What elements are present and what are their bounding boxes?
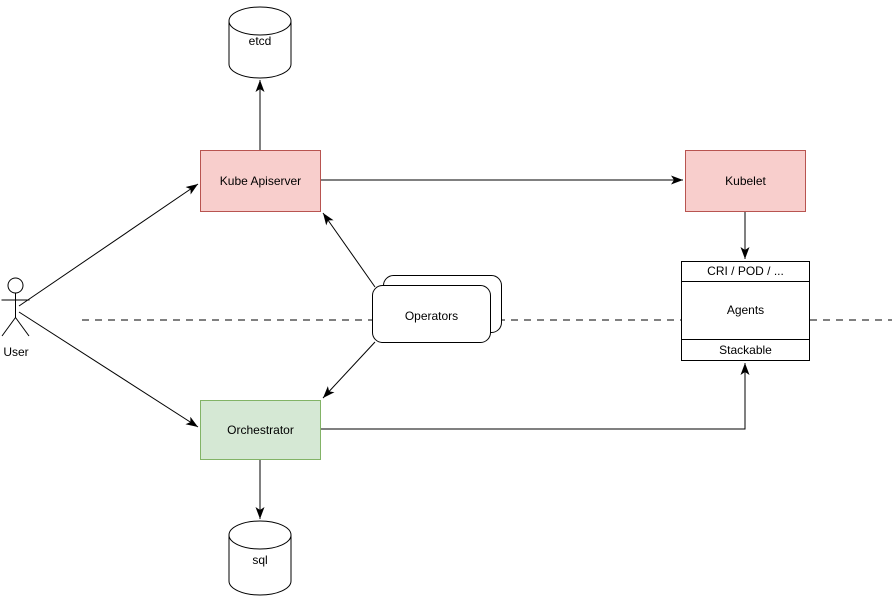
node-operators: Operators xyxy=(372,275,502,343)
agents-box xyxy=(681,261,810,361)
operators-front-shape xyxy=(372,285,491,343)
kube-apiserver-label: Kube Apiserver xyxy=(220,174,301,188)
edge-orchestrator-to-agents xyxy=(321,363,750,430)
edge-operators-to-orchestrator xyxy=(322,341,376,399)
etcd-cylinder-shape xyxy=(228,6,292,79)
node-kube-apiserver: Kube Apiserver xyxy=(200,150,321,212)
agents-footer-label: Stackable xyxy=(719,343,772,357)
user-actor-head xyxy=(7,277,24,294)
edges xyxy=(18,80,750,519)
kube-apiserver-box xyxy=(200,150,321,212)
operators-label: Operators xyxy=(405,309,458,323)
edge-operators-to-kube-apiserver xyxy=(322,212,376,288)
edge-user-to-kube-apiserver xyxy=(18,183,199,307)
sql-cylinder-shape xyxy=(228,520,292,596)
sql-cylinder-lip xyxy=(228,534,292,550)
user-actor-right-leg xyxy=(15,317,30,337)
node-agents: CRI / POD / ... Agents Stackable xyxy=(681,261,810,361)
orchestrator-label: Orchestrator xyxy=(227,423,294,437)
edge-user-to-orchestrator xyxy=(18,311,199,428)
agents-body-label: Agents xyxy=(727,303,764,317)
sql-label: sql xyxy=(252,553,267,567)
node-sql: sql xyxy=(228,520,292,596)
agents-header-label: CRI / POD / ... xyxy=(707,264,784,278)
user-label: User xyxy=(3,345,28,359)
etcd-label: etcd xyxy=(249,34,272,48)
etcd-cylinder-lip xyxy=(228,20,292,36)
node-kubelet: Kubelet xyxy=(685,150,806,212)
user-actor-left-leg xyxy=(1,317,16,337)
node-orchestrator: Orchestrator xyxy=(200,400,321,460)
orchestrator-box xyxy=(200,400,321,460)
kubelet-box xyxy=(685,150,806,212)
kubelet-label: Kubelet xyxy=(725,174,766,188)
node-user: User xyxy=(1,277,30,359)
node-etcd: etcd xyxy=(228,6,292,79)
